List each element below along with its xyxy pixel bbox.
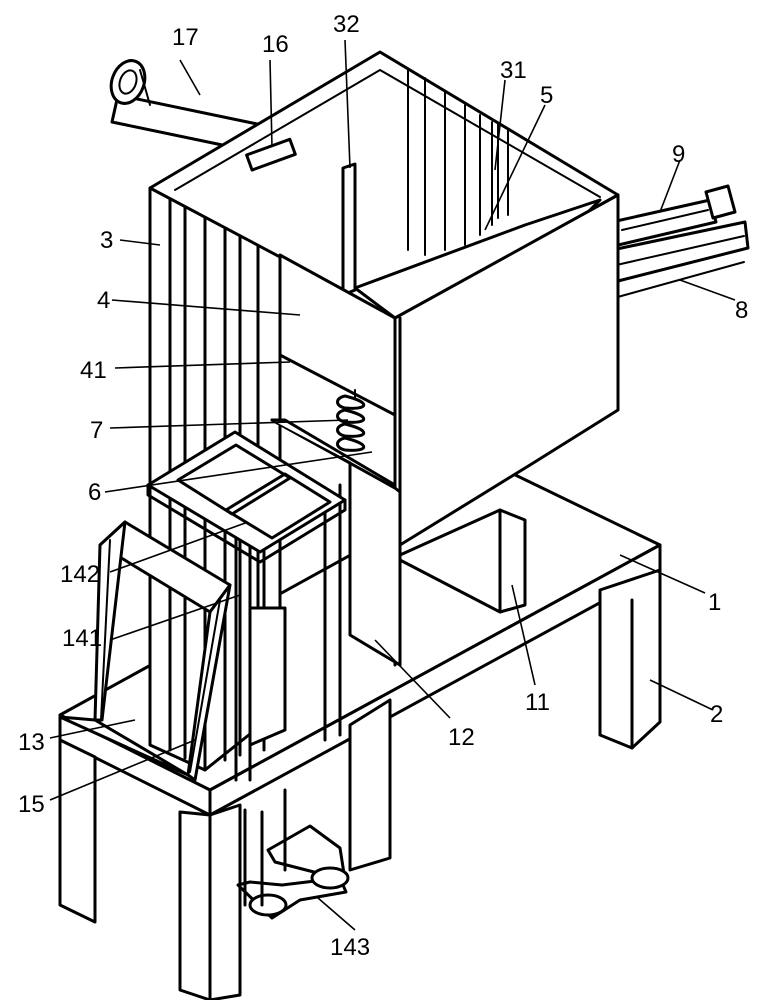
label-8: 8 — [735, 297, 748, 324]
label-31: 31 — [500, 57, 527, 84]
label-143: 143 — [330, 934, 370, 961]
pedal-143 — [238, 790, 348, 918]
label-1: 1 — [708, 589, 721, 616]
label-2: 2 — [710, 701, 723, 728]
label-12: 12 — [448, 724, 475, 751]
label-141: 141 — [62, 625, 102, 652]
label-17: 17 — [172, 24, 199, 51]
label-13: 13 — [18, 729, 45, 756]
label-6: 6 — [88, 479, 101, 506]
label-142: 142 — [60, 561, 100, 588]
label-16: 16 — [262, 31, 289, 58]
label-11: 11 — [525, 689, 550, 716]
label-32: 32 — [333, 11, 360, 38]
label-41: 41 — [80, 357, 107, 384]
label-5: 5 — [540, 82, 553, 109]
label-4: 4 — [97, 287, 110, 314]
label-15: 15 — [18, 791, 45, 818]
label-3: 3 — [100, 227, 113, 254]
label-9: 9 — [672, 141, 685, 168]
label-7: 7 — [90, 417, 103, 444]
